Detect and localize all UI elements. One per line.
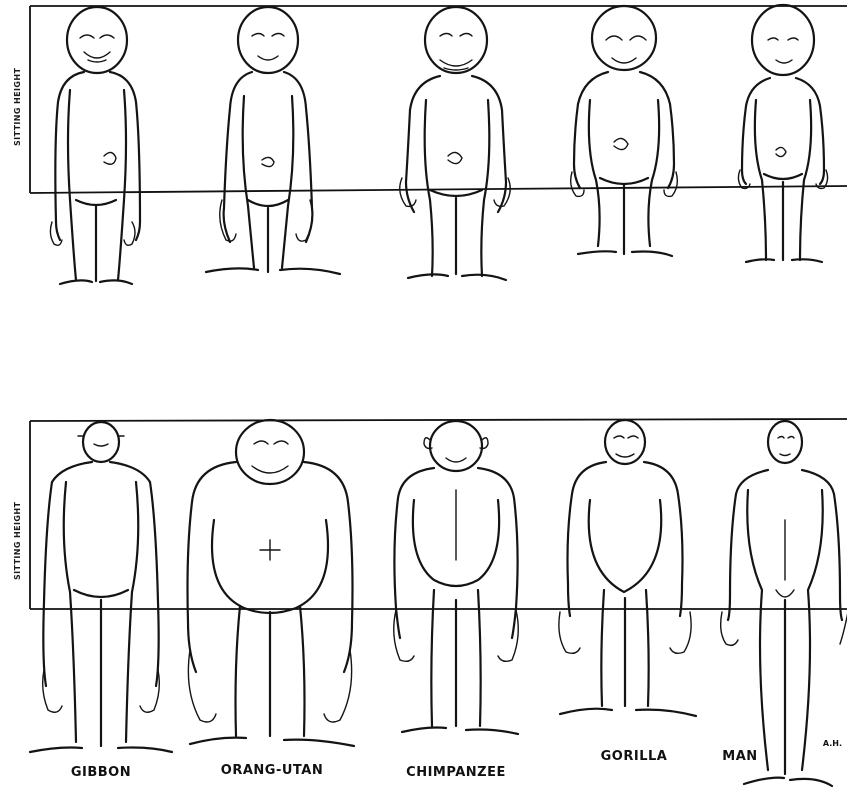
top-rule-adults bbox=[30, 419, 847, 421]
axis-label-adults: SITTING HEIGHT bbox=[13, 502, 22, 580]
figure-infant-gibbon bbox=[50, 7, 140, 284]
panel-adults: SITTING HEIGHT bbox=[13, 419, 847, 786]
figure-infant-man bbox=[738, 5, 827, 262]
label-gibbon: GIBBON bbox=[71, 765, 131, 780]
label-chimpanzee: CHIMPANZEE bbox=[406, 765, 506, 780]
label-orang-utan: ORANG-UTAN bbox=[221, 763, 323, 778]
axis-label-infants: SITTING HEIGHT bbox=[13, 68, 22, 146]
figure-adult-chimpanzee bbox=[394, 421, 519, 734]
label-gorilla: GORILLA bbox=[601, 749, 668, 764]
label-man: MAN bbox=[722, 749, 757, 764]
figure-adult-orang-utan bbox=[188, 420, 355, 746]
figure-infant-gorilla bbox=[571, 6, 678, 256]
sitting-height-baseline-infants bbox=[30, 186, 847, 193]
figure-infant-chimpanzee bbox=[400, 7, 511, 280]
artist-initials: A.H. bbox=[823, 739, 842, 748]
figure-adult-gorilla bbox=[559, 420, 696, 716]
figure-adult-gibbon bbox=[30, 422, 172, 752]
panel-infants: SITTING HEIGHT bbox=[13, 5, 847, 284]
figure-adult-man bbox=[721, 421, 847, 786]
figure-infant-orang-utan bbox=[206, 7, 340, 274]
